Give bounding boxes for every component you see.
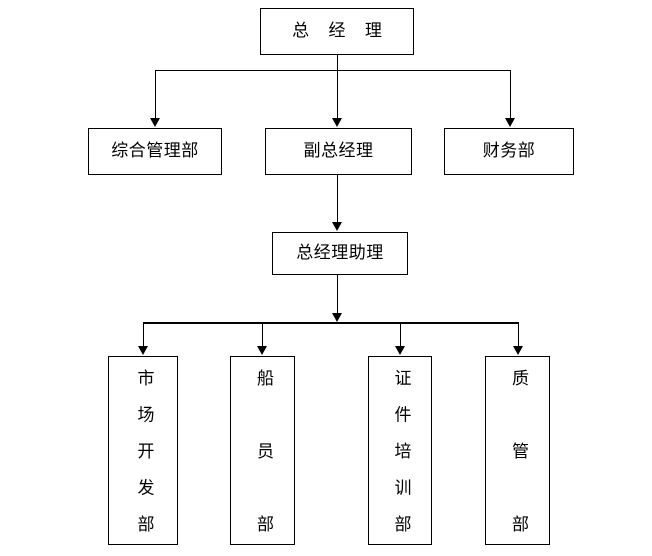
node-certificate-training-dept-label: 证件培训部 [390, 369, 411, 552]
connector-drop-deputy [337, 70, 338, 119]
connector-level4-bus [143, 322, 519, 324]
node-crew-dept-label: 船员部 [253, 369, 273, 556]
node-general-manager-assistant[interactable]: 总经理助理 [272, 232, 408, 275]
arrowhead-cert-training [395, 346, 405, 355]
node-quality-management-dept-label: 质管部 [508, 369, 528, 556]
node-crew-dept[interactable]: 船员部 [230, 356, 295, 556]
node-general-manager[interactable]: 总 经 理 [260, 8, 414, 55]
connector-drop-finance [510, 70, 511, 119]
connector-level2-bus [155, 70, 511, 71]
arrowhead-crew [257, 346, 267, 355]
arrowhead-deputy [332, 118, 342, 127]
arrowhead-admin [150, 118, 160, 127]
node-market-development-dept-label: 市场开发部 [133, 369, 154, 552]
connector-assistant-stem [337, 275, 338, 315]
node-comprehensive-management-dept-label: 综合管理部 [111, 140, 199, 161]
node-quality-management-dept[interactable]: 质管部 [485, 356, 550, 556]
node-deputy-general-manager-label: 副总经理 [303, 140, 374, 161]
connector-drop-crew [262, 322, 263, 348]
node-deputy-general-manager[interactable]: 副总经理 [265, 128, 412, 175]
node-certificate-training-dept[interactable]: 证件培训部 [368, 356, 432, 552]
node-market-development-dept[interactable]: 市场开发部 [108, 356, 178, 552]
arrowhead-level4-bus [332, 313, 342, 322]
connector-drop-market [143, 322, 144, 348]
node-general-manager-assistant-label: 总经理助理 [296, 242, 384, 263]
arrowhead-finance [505, 118, 515, 127]
connector-drop-cert-training [400, 322, 401, 348]
arrowhead-gm-assistant [332, 222, 342, 231]
connector-drop-admin [155, 70, 156, 119]
node-comprehensive-management-dept[interactable]: 综合管理部 [88, 128, 222, 175]
node-general-manager-label: 总 经 理 [292, 20, 389, 41]
arrowhead-market [138, 346, 148, 355]
node-finance-dept[interactable]: 财务部 [444, 128, 574, 175]
node-finance-dept-label: 财务部 [482, 140, 536, 161]
arrowhead-quality [513, 346, 523, 355]
connector-deputy-to-assistant [337, 175, 338, 223]
connector-gm-stem [337, 55, 338, 71]
connector-drop-quality [518, 322, 519, 348]
